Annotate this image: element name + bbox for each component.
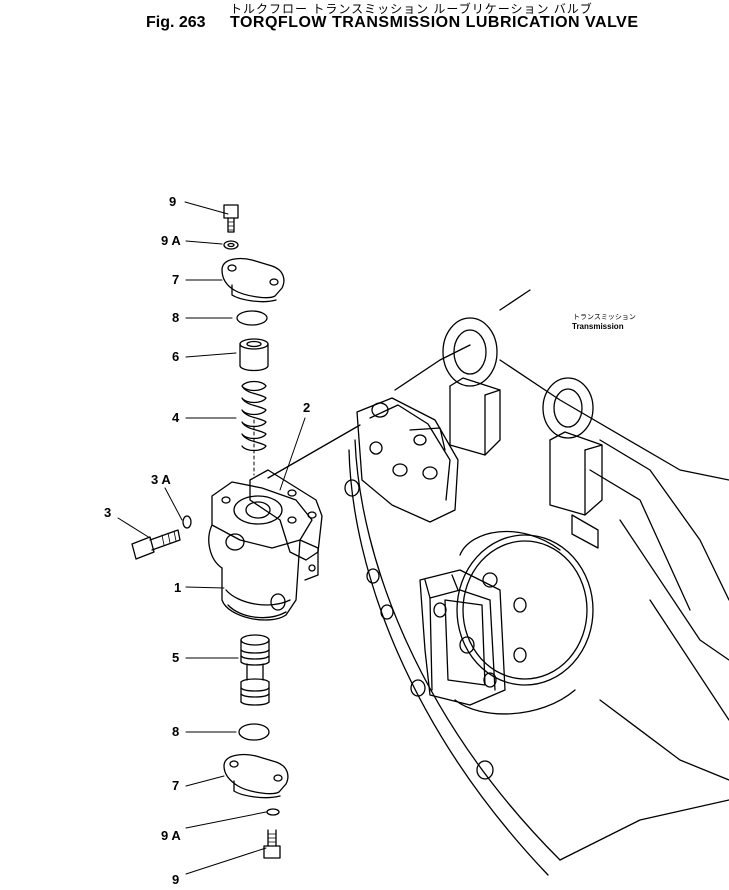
callout-6: 6: [172, 349, 180, 364]
bolt-9-bottom: [263, 829, 281, 859]
callout-8-bottom: 8: [172, 724, 180, 739]
callout-7-bottom: 7: [172, 778, 180, 793]
transmission-label-jp: トランスミッション: [573, 314, 636, 321]
figure-title: TORQFLOW TRANSMISSION LUBRICATION VALVE: [230, 14, 639, 31]
callout-3a: 3 A: [151, 472, 171, 487]
bolt-9-top: [223, 204, 239, 233]
gasket-2: [249, 469, 323, 561]
spring-4: [241, 380, 267, 452]
transmission-label: Transmission: [572, 322, 624, 331]
oring-8-bottom: [238, 723, 270, 741]
sleeve-6: [239, 338, 269, 372]
transmission-housing: [267, 289, 729, 876]
oring-8-top: [236, 310, 268, 326]
cover-7-bottom: [223, 753, 289, 799]
valve-body-1: [208, 481, 319, 621]
callout-8-top: 8: [172, 310, 180, 325]
callout-9-bottom: 9: [172, 872, 180, 887]
cover-7-top: [221, 257, 285, 303]
callout-2: 2: [303, 400, 311, 415]
callout-9a-top: 9 A: [161, 233, 181, 248]
callout-9a-bottom: 9 A: [161, 828, 181, 843]
callout-9-top: 9: [169, 194, 177, 209]
washer-9a-top: [223, 240, 239, 250]
washer-3a: [182, 515, 192, 529]
callout-3: 3: [104, 505, 112, 520]
callout-1: 1: [174, 580, 182, 595]
japanese-title: トルクフロー トランスミッション ルーブリケーション バルブ: [230, 2, 593, 16]
washer-9a-bottom: [266, 808, 280, 816]
bolt-3: [131, 529, 181, 560]
leader-lines: [117, 201, 306, 875]
spool-5: [240, 634, 270, 706]
callout-4: 4: [172, 410, 180, 425]
callout-7-top: 7: [172, 272, 180, 287]
figure-number: Fig. 263: [146, 14, 206, 31]
callout-5: 5: [172, 650, 180, 665]
